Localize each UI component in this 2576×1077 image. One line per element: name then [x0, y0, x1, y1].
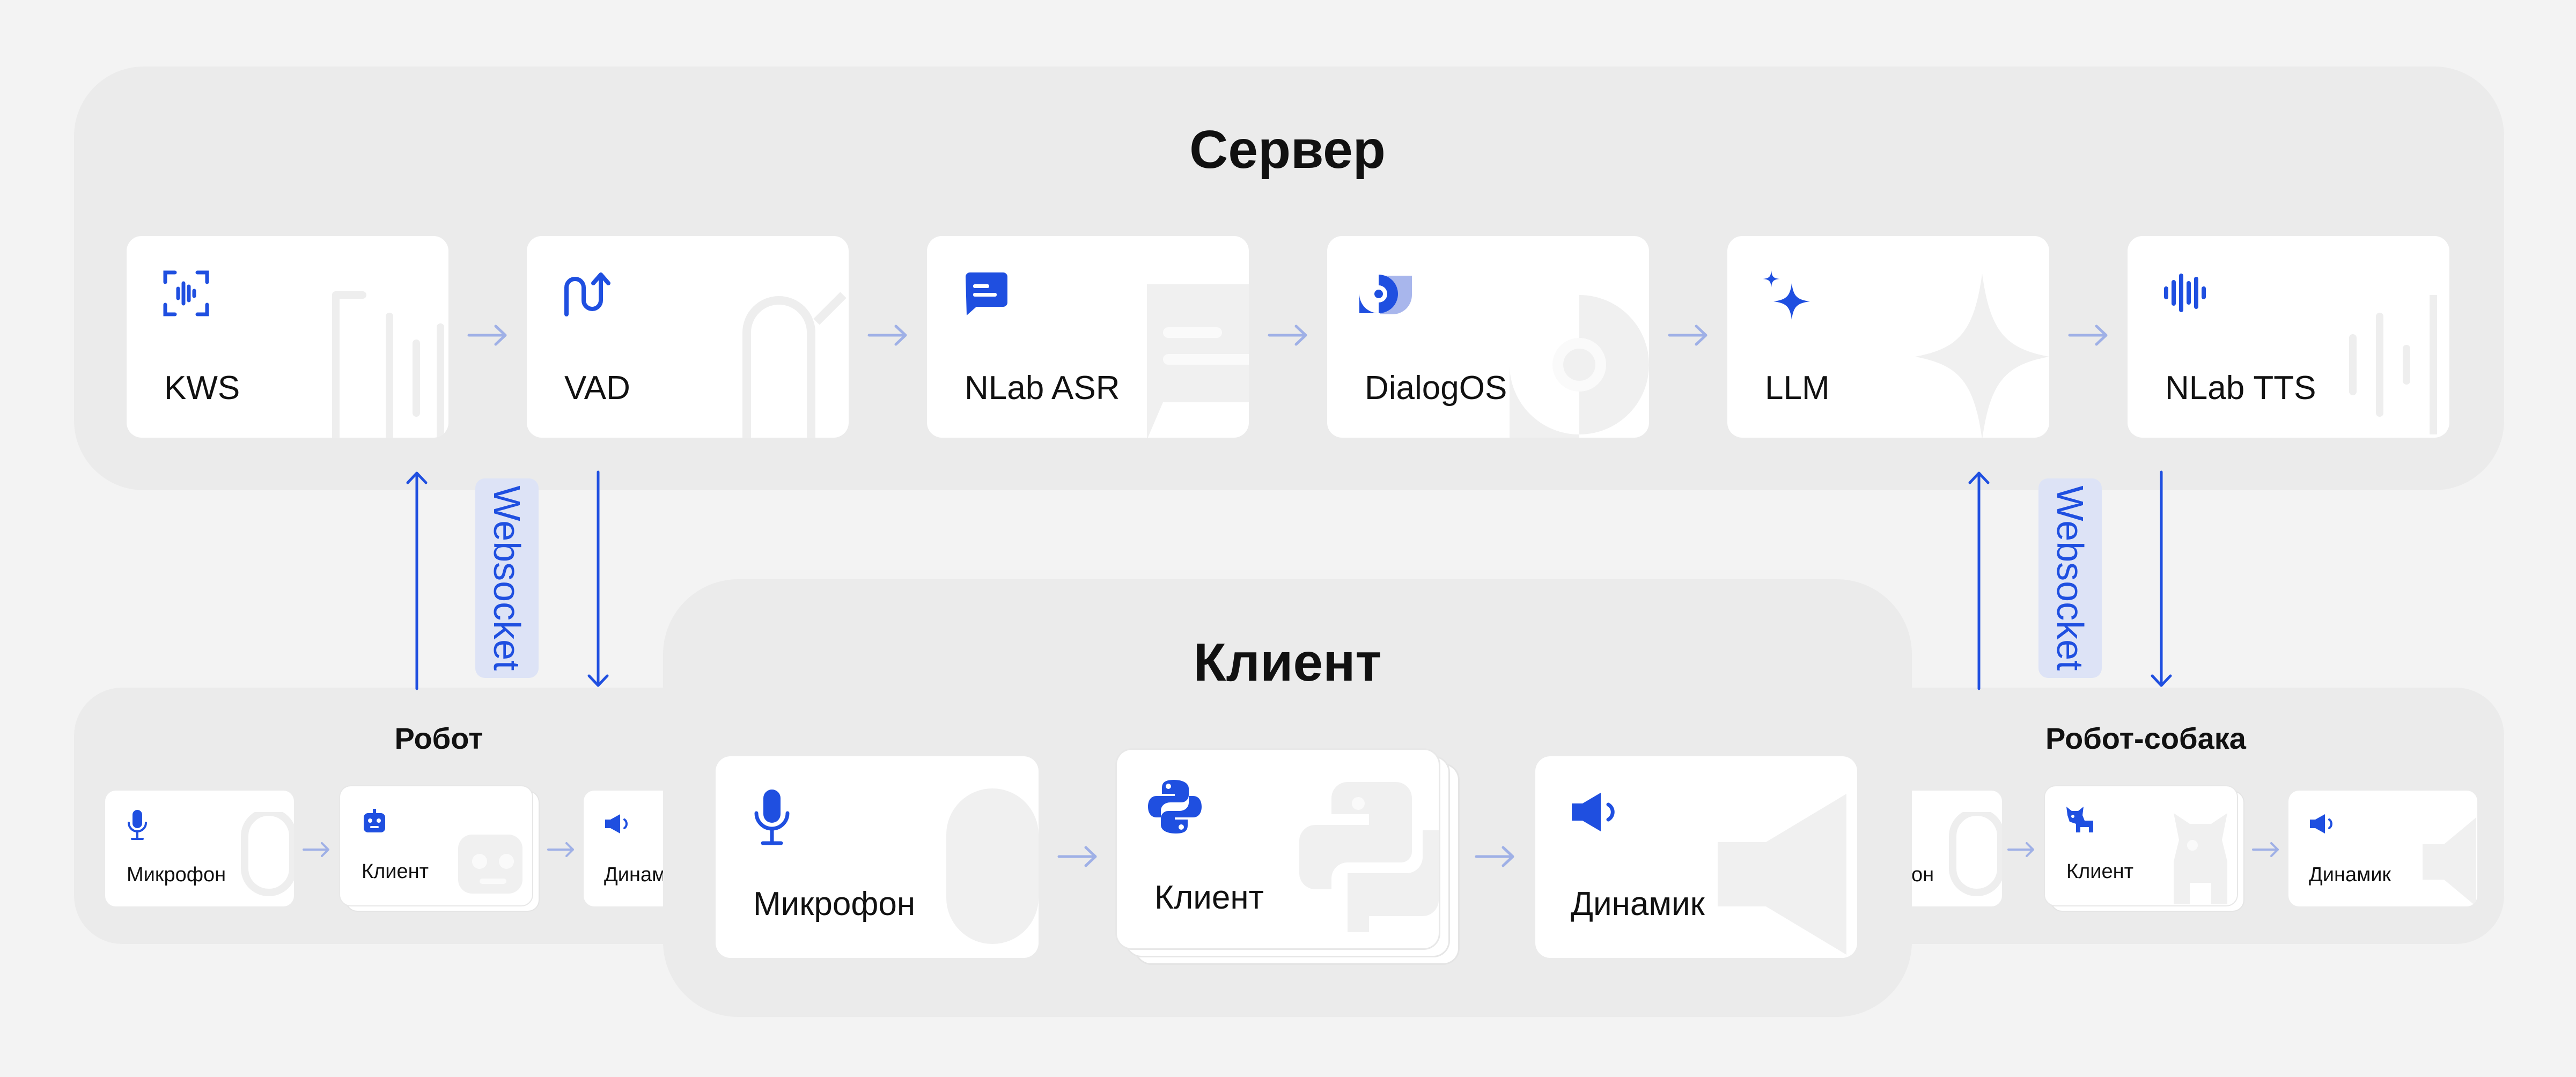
- kws-card[interactable]: KWS: [127, 236, 448, 438]
- robot-dog-icon: [2066, 807, 2093, 832]
- client-title: Клиент: [1193, 632, 1382, 692]
- soundwave-icon: [2164, 274, 2206, 312]
- client-speaker-card[interactable]: Динамик: [1535, 756, 1857, 958]
- speaker-icon: [2310, 814, 2332, 833]
- kws-label: KWS: [164, 370, 240, 407]
- robot-client-card[interactable]: Клиент: [340, 786, 532, 905]
- kws-watermark-icon: [332, 291, 444, 438]
- python-watermark: [1299, 782, 1439, 932]
- right-websocket-label: Websocket: [2049, 485, 2091, 671]
- client-arrow-client-speaker: [1475, 846, 1514, 867]
- microphone-icon: [128, 810, 147, 840]
- llm-watermark-icon: [1915, 274, 2049, 438]
- nlab-asr-label: NLab ASR: [965, 370, 1120, 407]
- client-speaker-watermark: [1718, 794, 1846, 955]
- client-arrow-mic-client: [1057, 846, 1097, 867]
- arrow-kws-vad: [467, 324, 507, 346]
- left-websocket-label: Websocket: [486, 485, 528, 671]
- robot-dog-speaker-card[interactable]: Динамик: [2288, 791, 2477, 906]
- dialogos-card[interactable]: DialogOS: [1327, 236, 1649, 438]
- vad-label: VAD: [564, 370, 630, 407]
- dialog-bubbles-icon: [1359, 275, 1412, 314]
- robot-client-label: Клиент: [362, 860, 429, 883]
- nlab-tts-label: NLab TTS: [2165, 370, 2316, 407]
- vad-card[interactable]: VAD: [527, 236, 849, 438]
- arrow-vad-asr: [867, 324, 907, 346]
- robot-dog-speaker-watermark: [2423, 817, 2476, 906]
- vad-watermark-icon: [742, 292, 847, 438]
- chat-bubble-icon: [966, 272, 1007, 315]
- asr-watermark-icon: [1147, 284, 1249, 438]
- robot-to-kws-arrow: [406, 471, 428, 690]
- nlab-asr-card[interactable]: NLab ASR: [927, 236, 1249, 438]
- client-microphone-label: Микрофон: [753, 886, 916, 923]
- client-speaker-label: Динамик: [1571, 886, 1705, 923]
- client-mic-watermark: [946, 788, 1039, 944]
- robot-icon: [364, 809, 385, 832]
- robot-microphone-card[interactable]: Микрофон: [105, 791, 294, 906]
- server-panel: [74, 67, 2504, 490]
- right-websocket-badge: [2038, 478, 2102, 678]
- arrow-llm-tts: [2068, 324, 2108, 346]
- speaker-icon: [1572, 793, 1615, 831]
- left-websocket-badge: [475, 478, 539, 678]
- microphone-icon: [754, 790, 790, 845]
- robot-dog-to-llm-arrow: [1968, 471, 1990, 690]
- robot-dog-arrow-mic-client: [2007, 842, 2034, 857]
- dialogos-label: DialogOS: [1365, 370, 1507, 407]
- robot-dog-client-label: Клиент: [2066, 860, 2134, 883]
- robot-dog-client-card[interactable]: Клиент: [2045, 786, 2237, 905]
- robot-arrow-mic-client: [303, 842, 329, 857]
- robot-dog-mic-watermark: [1949, 812, 2002, 896]
- robot-title: Робот: [394, 721, 483, 755]
- robot-dog-speaker-label: Динамик: [2309, 864, 2391, 886]
- robot-microphone-label: Микрофон: [127, 864, 226, 886]
- client-client-card[interactable]: Клиент: [1117, 750, 1439, 948]
- nlab-tts-card[interactable]: NLab TTS: [2128, 236, 2449, 438]
- client-microphone-card[interactable]: Микрофон: [716, 756, 1039, 958]
- client-client-label: Клиент: [1154, 879, 1264, 916]
- arrow-dialogos-llm: [1668, 324, 1707, 346]
- llm-label: LLM: [1765, 370, 1830, 407]
- soundwave-focus-icon: [163, 270, 209, 316]
- robot-dog-title: Робот-собака: [2045, 721, 2246, 755]
- robot-watermark: [458, 835, 522, 894]
- robot-arrow-client-speaker: [547, 842, 574, 857]
- python-icon: [1148, 780, 1202, 833]
- robot-mic-watermark: [241, 812, 294, 896]
- tts-watermark-icon: [2349, 295, 2437, 434]
- vad-to-robot-arrow: [587, 470, 609, 687]
- arrow-asr-dialogos: [1268, 324, 1307, 346]
- llm-card[interactable]: LLM: [1727, 236, 2049, 438]
- tts-to-robot-dog-arrow: [2151, 470, 2172, 687]
- sparkles-icon: [1763, 270, 1810, 320]
- robot-dog-arrow-client-speaker: [2252, 842, 2279, 857]
- dog-watermark: [2174, 813, 2227, 904]
- voice-activity-icon: [564, 272, 610, 316]
- speaker-icon: [605, 814, 628, 833]
- server-title: Сервер: [1189, 120, 1386, 180]
- dialogos-watermark-icon: [1510, 295, 1649, 438]
